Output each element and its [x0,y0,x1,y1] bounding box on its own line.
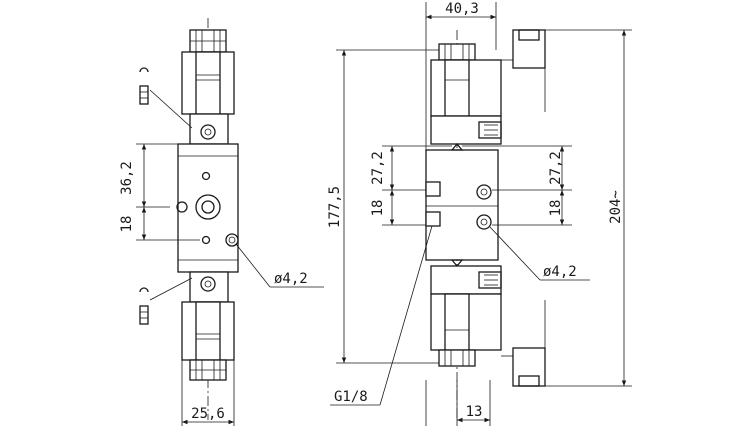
dimension-13: 13 [466,404,483,420]
top-arrow-mark [450,142,464,151]
dimension-27-2-left: 27,2 [370,151,386,185]
side-mounting-hole [476,214,492,230]
side-top-tube [444,59,470,117]
diameter-4-2-side: ø4,2 [543,264,577,280]
dimension-204: 204~ [608,190,624,224]
mounting-hole-front [225,233,239,247]
dimension-40-3: 40,3 [445,1,479,17]
bottom-arrow-mark [450,259,464,268]
dimension-18-front: 18 [119,216,135,233]
side-bottom-knob [438,349,476,367]
side-valve-body [425,149,499,261]
side-fitting-lower [425,211,441,227]
dimension-18-side-right: 18 [548,200,564,217]
dimension-18-side-left: 18 [370,200,386,217]
dimension-25-6: 25,6 [191,406,225,422]
front-view: 36,2 18 ø4,2 25,6 [119,18,324,426]
side-fitting-upper [425,181,441,197]
side-top-knob [438,43,476,61]
dimension-177-5: 177,5 [327,186,343,228]
side-bottom-tube [444,293,470,351]
top-port [200,124,216,140]
top-connector-plug [512,29,546,69]
bottom-port [200,276,216,292]
upper-port [201,171,211,181]
top-solenoid-tube [195,51,221,115]
thread-g1-8: G1/8 [334,389,368,405]
bottom-solenoid-tube [195,301,221,361]
manual-override-hook-bottom [139,277,193,325]
center-port [195,194,221,220]
bottom-connector-plug [512,347,546,387]
side-port-left [176,201,188,213]
dimension-36-2: 36,2 [119,161,135,195]
dimension-27-2-right: 27,2 [548,151,564,185]
side-view: 40,3 [327,1,632,426]
side-port-upper [476,184,492,200]
diameter-4-2-front: ø4,2 [274,271,308,287]
lower-port [201,235,211,245]
manual-override-hook-top [139,67,193,129]
